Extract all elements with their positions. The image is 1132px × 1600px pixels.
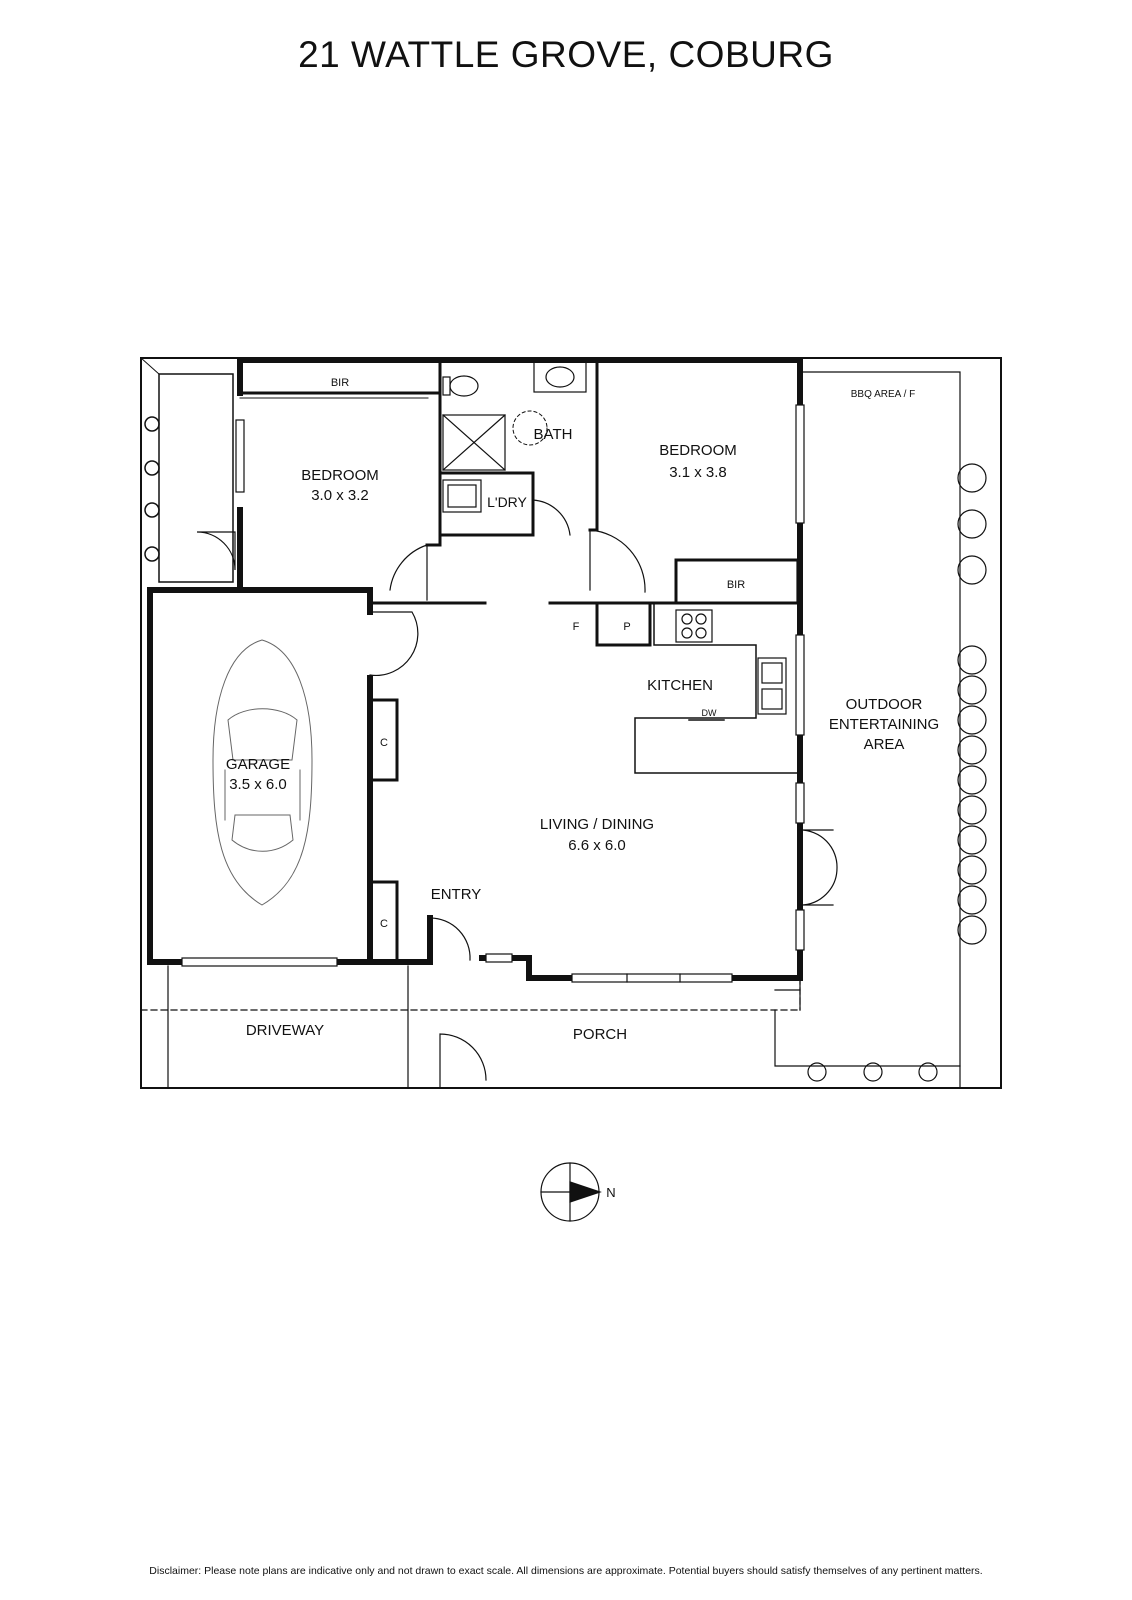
living-size: 6.6 x 6.0 bbox=[568, 837, 626, 854]
side-strip-left bbox=[158, 373, 234, 583]
sink-icon bbox=[757, 657, 787, 715]
shrub-row-right bbox=[957, 463, 987, 945]
cupboard-bottom-label: C bbox=[380, 918, 388, 930]
bedroom-right-size: 3.1 x 3.8 bbox=[669, 464, 727, 481]
compass-icon bbox=[540, 1162, 602, 1222]
pantry-label: P bbox=[623, 621, 630, 633]
compass-north-label: N bbox=[606, 1185, 615, 1200]
page-title: 21 WATTLE GROVE, COBURG bbox=[298, 34, 834, 75]
laundry-label: L'DRY bbox=[487, 494, 527, 510]
kitchen-label: KITCHEN bbox=[647, 677, 713, 694]
garage-label: GARAGE bbox=[226, 756, 290, 773]
laundry-tub-icon bbox=[442, 479, 482, 513]
bbq-label: BBQ AREA / F bbox=[851, 389, 915, 400]
door-swings bbox=[196, 499, 838, 1089]
bir-right-label: BIR bbox=[727, 579, 745, 591]
porch-label: PORCH bbox=[573, 1026, 627, 1043]
basin-icon bbox=[533, 361, 587, 393]
cooktop-icon bbox=[675, 609, 713, 643]
bedroom-left-size: 3.0 x 3.2 bbox=[311, 487, 369, 504]
outdoor-label-line3: AREA bbox=[864, 736, 905, 753]
dishwasher-label: DW bbox=[702, 708, 717, 718]
bir-right-outline bbox=[675, 559, 798, 604]
driveway-label: DRIVEWAY bbox=[246, 1022, 324, 1039]
bedroom-right-label: BEDROOM bbox=[659, 442, 737, 459]
kitchen-bench bbox=[634, 603, 798, 774]
toilet-icon bbox=[442, 375, 479, 397]
cupboard-top-label: C bbox=[380, 737, 388, 749]
windows bbox=[181, 404, 805, 983]
garage-size: 3.5 x 6.0 bbox=[229, 776, 287, 793]
outdoor-label-line2: ENTERTAINING bbox=[829, 716, 939, 733]
disclaimer-text: Disclaimer: Please note plans are indica… bbox=[149, 1565, 983, 1577]
bedroom-left-label: BEDROOM bbox=[301, 467, 379, 484]
shrub-row-left bbox=[144, 416, 160, 562]
bath-fan-icon bbox=[512, 410, 548, 446]
bir-left-label: BIR bbox=[331, 377, 349, 389]
outdoor-label-line1: OUTDOOR bbox=[846, 696, 923, 713]
bath-label: BATH bbox=[534, 426, 573, 443]
entry-label: ENTRY bbox=[431, 886, 482, 903]
fridge-label: F bbox=[573, 621, 580, 633]
shower-icon bbox=[442, 414, 506, 471]
shrub-row-bottom bbox=[807, 1062, 938, 1082]
living-label: LIVING / DINING bbox=[540, 816, 654, 833]
car-icon bbox=[212, 639, 313, 906]
